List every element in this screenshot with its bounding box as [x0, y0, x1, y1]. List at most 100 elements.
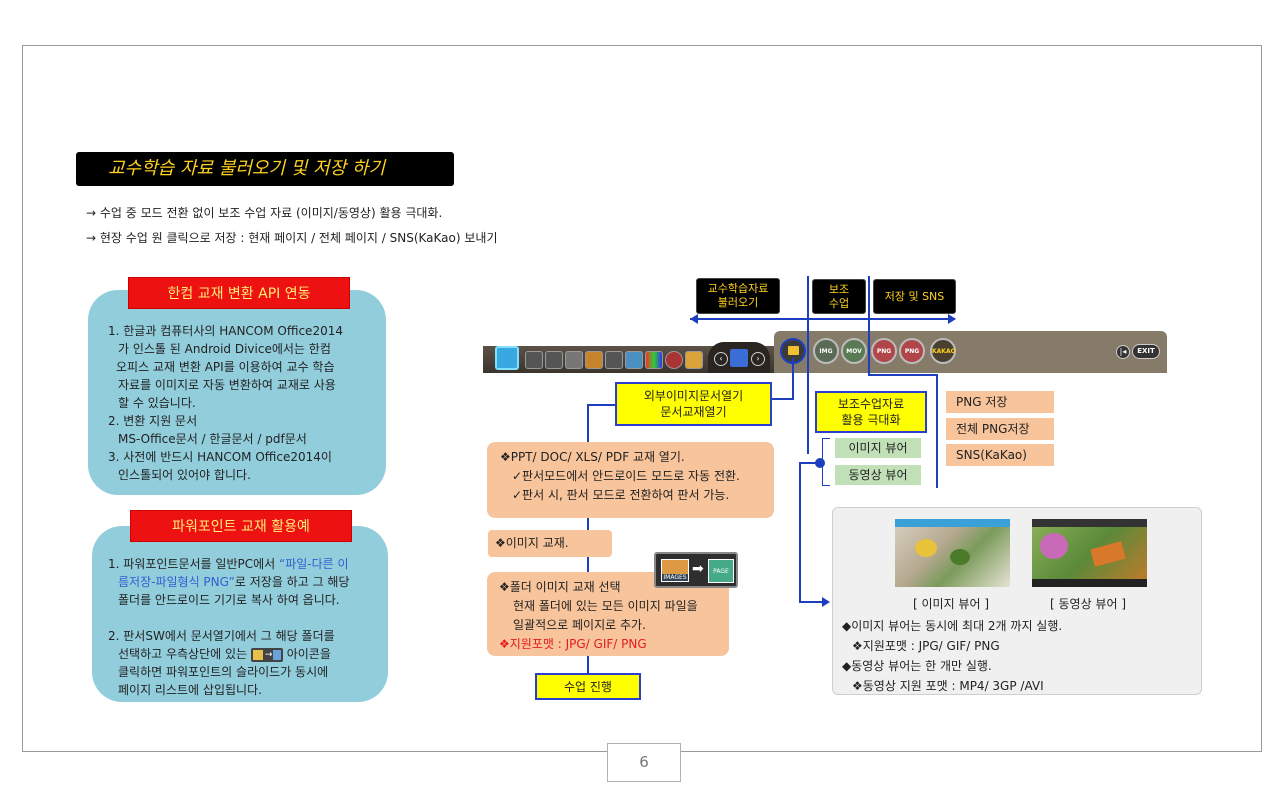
connector-line [800, 462, 810, 464]
save-all-png-button[interactable]: PNG [899, 338, 925, 364]
exit-button[interactable]: EXIT [1132, 344, 1160, 359]
images-icon-label: IMAGES [662, 574, 688, 581]
label-line: 저장 및 SNS [884, 289, 945, 303]
page-up-icon[interactable] [495, 346, 519, 370]
label-line: 교수학습자료 [707, 282, 769, 295]
select-icon[interactable] [605, 351, 623, 369]
card2-text: 아이콘을 [282, 647, 331, 661]
next-page-icon[interactable]: › [751, 352, 765, 366]
connector-line [799, 601, 825, 603]
box-line: 보조수업자료 [837, 397, 905, 411]
pen-icon[interactable] [525, 351, 543, 369]
box-line: 외부이미지문서열기 [643, 389, 744, 403]
video-viewer-caption: [ 동영상 뷰어 ] [1050, 597, 1127, 611]
image-material-text: ❖이미지 교재. [495, 536, 569, 550]
page-grid-icon[interactable] [730, 349, 748, 367]
color-palette-icon[interactable] [645, 351, 663, 369]
save-page-png-button[interactable]: PNG [871, 338, 897, 364]
viewer-toolbar [895, 519, 1010, 527]
image-viewer-button[interactable]: IMG [813, 338, 839, 364]
card2-text: 선택하고 우측상단에 있는 [118, 647, 251, 661]
card1-line: 2. 변환 지원 문서 [108, 414, 198, 428]
note-line: ✓판서 시, 판서 모드로 전환하여 판서 가능. [512, 488, 730, 502]
card2-highlight: 름저장-파일형식 PNG” [118, 575, 235, 589]
hancom-api-text: 1. 한글과 컴퓨터사의 HANCOM Office2014 가 인스톨 된 A… [108, 322, 378, 484]
doc-open-text: ❖PPT/ DOC/ XLS/ PDF 교재 열기. ✓판서모드에서 안드로이드… [500, 448, 740, 505]
page-icon: PAGE [708, 559, 734, 583]
box-line: 활용 극대화 [841, 413, 901, 427]
card1-line: 가 인스톨 된 Android Divice에서는 한컴 [118, 342, 331, 356]
page-icon-label: PAGE [713, 568, 729, 575]
images-to-pages-icon: IMAGES ➡ PAGE [654, 552, 738, 588]
connector-line [868, 374, 938, 376]
card1-line: 1. 한글과 컴퓨터사의 HANCOM Office2014 [108, 324, 343, 338]
tools-icon[interactable] [685, 351, 703, 369]
label-line: 보조 [828, 282, 850, 296]
kakao-sns-item: SNS(KaKao) [946, 444, 1054, 466]
page-number: 6 [607, 743, 681, 782]
note-line: ◆동영상 뷰어는 한 개만 실행. [842, 659, 992, 673]
image-material-note [488, 530, 612, 557]
all-png-save-item: 전체 PNG저장 [946, 418, 1054, 440]
box-line: 문서교재열기 [660, 405, 727, 419]
card2-highlight: “파일-다른 이 [279, 557, 349, 571]
connector-line [868, 276, 870, 376]
note-line: ✓판서모드에서 안드로이드 모드로 자동 전환. [512, 469, 740, 483]
card2-text: 페이지 리스트에 삽입됩니다. [118, 683, 262, 697]
note-line: ❖동영상 지원 포맷 : MP4/ 3GP /AVI [852, 679, 1044, 693]
arrow-head-right [948, 314, 956, 324]
connector-dot [815, 458, 825, 468]
connector-line [936, 374, 938, 488]
viewer-notes: ◆이미지 뷰어는 동시에 최대 2개 까지 실행. ❖지원포맷 : JPG/ G… [842, 616, 1062, 696]
kakao-share-button[interactable]: KAKAO [930, 338, 956, 364]
arrow-head-right [822, 597, 830, 607]
png-save-item: PNG 저장 [946, 391, 1054, 413]
video-viewer-screenshot [1032, 519, 1147, 587]
folder-image-text: ❖폴더 이미지 교재 선택 현재 폴더에 있는 모든 이미지 파일을 일괄적으로… [499, 578, 698, 654]
record-icon[interactable] [665, 351, 683, 369]
note-line: ◆이미지 뷰어는 동시에 최대 2개 까지 실행. [842, 619, 1063, 633]
start-class-box: 수업 진행 [535, 673, 641, 700]
pages-import-icon: → [250, 647, 283, 662]
video-viewer-item: 동영상 뷰어 [835, 465, 921, 485]
label-line: 불러오기 [717, 296, 759, 309]
arrow-icon: ➡ [692, 561, 704, 577]
bullet-line-2: → 현장 수업 원 클릭으로 저장 : 현재 페이지 / 전체 페이지 / SN… [86, 231, 498, 245]
connector-line [770, 398, 794, 400]
card2-text: 2. 판서SW에서 문서열기에서 그 해당 폴더를 [108, 629, 335, 643]
shape-icon[interactable] [625, 351, 643, 369]
hancom-api-tag: 한컴 교재 변환 API 연동 [128, 277, 350, 309]
section-arrow-line [690, 318, 955, 320]
prev-page-icon[interactable]: ‹ [714, 352, 728, 366]
materials-toolbar: IMG MOV PNG PNG KAKAO |◂ EXIT [774, 331, 1167, 373]
save-sns-label: 저장 및 SNS [873, 279, 956, 314]
images-icon: IMAGES [661, 559, 689, 582]
butterfly-shape [1090, 541, 1126, 567]
image-viewer-item: 이미지 뷰어 [835, 438, 921, 458]
doc-open-note [487, 442, 774, 518]
collapse-icon[interactable]: |◂ [1116, 345, 1130, 359]
eraser-icon[interactable] [565, 351, 583, 369]
page-nav-group: ‹ › [708, 342, 770, 373]
video-progress-bar [1032, 579, 1147, 587]
highlighter-icon[interactable] [585, 351, 603, 369]
movie-viewer-button[interactable]: MOV [841, 338, 867, 364]
card1-line: 인스톨되어 있어야 합니다. [118, 468, 251, 482]
note-line: 현재 폴더에 있는 모든 이미지 파일을 [513, 599, 698, 613]
note-line: 일괄적으로 페이지로 추가. [513, 618, 646, 632]
card1-line: 할 수 있습니다. [118, 396, 196, 410]
card2-text: 1. 파워포인트문서를 일반PC에서 [108, 557, 279, 571]
powerpoint-card [92, 526, 388, 702]
brush-icon[interactable] [545, 351, 563, 369]
powerpoint-tag: 파워포인트 교재 활용예 [130, 510, 352, 542]
card2-text: 폴더를 안드로이드 기기로 복사 하여 옵니다. [118, 593, 340, 607]
flower-shape [1040, 533, 1068, 559]
card2-text: 클릭하면 파워포인트의 슬라이드가 동시에 [118, 665, 329, 679]
card2-text: 로 저장을 하고 그 해당 [234, 575, 350, 589]
note-line: ❖지원포맷 : JPG/ GIF/ PNG [852, 639, 1000, 653]
connector-line [792, 358, 794, 398]
